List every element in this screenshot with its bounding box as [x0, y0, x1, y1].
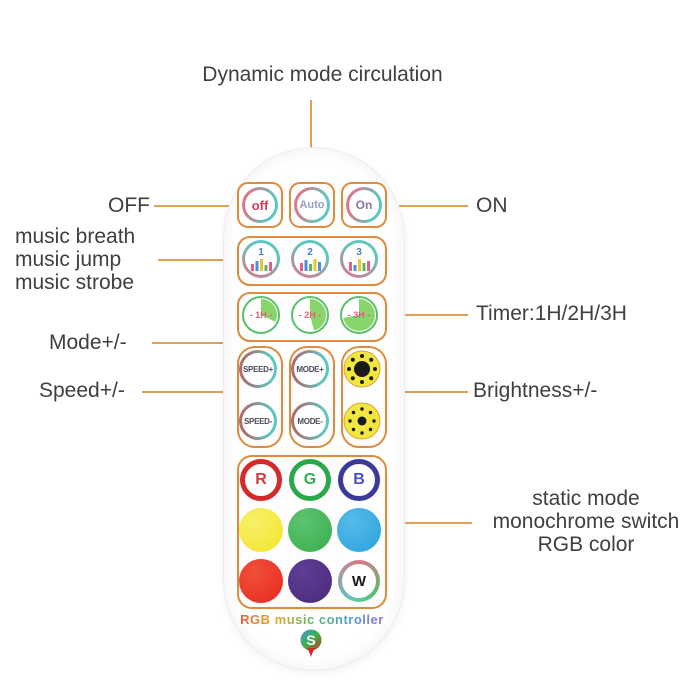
color-white-label: W [351, 572, 367, 590]
mode-minus-label: MODE- [297, 416, 323, 426]
label-music-strobe: music strobe [15, 271, 135, 294]
brightness-minus-icon [343, 402, 381, 440]
music-mode-2-button[interactable]: 2 [291, 240, 329, 278]
color-purple-button[interactable] [288, 559, 332, 603]
brightness-plus-icon [343, 350, 381, 388]
color-blue-button[interactable] [337, 508, 381, 552]
leader-line-brightness [388, 391, 468, 393]
color-red-button[interactable] [239, 559, 283, 603]
color-yellow-button[interactable] [239, 508, 283, 552]
mode-minus-button[interactable]: MODE- [291, 402, 329, 440]
music-mode-1-number: 1 [258, 246, 264, 258]
label-monochrome-switch: monochrome switch [492, 510, 680, 533]
label-music-breath: music breath [15, 225, 136, 248]
power-on-label: On [355, 198, 373, 212]
speed-minus-label: SPEED- [244, 416, 272, 426]
mode-plus-button[interactable]: MODE+ [291, 350, 329, 388]
label-dynamic-mode: Dynamic mode circulation [202, 63, 443, 86]
music-mode-3-button[interactable]: 3 [340, 240, 378, 278]
color-white-button[interactable]: W [338, 560, 380, 602]
leader-line-music [158, 259, 237, 261]
brand-logo-icon: S [300, 629, 322, 658]
timer-2h-button[interactable]: 2H [291, 296, 329, 334]
leader-line-static [390, 522, 472, 524]
label-speed: Speed+/- [39, 379, 125, 402]
power-on-button[interactable]: On [341, 182, 387, 228]
color-r-label: R [255, 471, 267, 488]
leader-line-off [154, 205, 237, 207]
leader-line-timer [388, 314, 468, 316]
label-static-mode: static mode [532, 487, 640, 510]
mode-plus-label: MODE+ [296, 364, 324, 374]
speed-plus-label: SPEED+ [243, 364, 273, 374]
timer-1h-button[interactable]: 1H [242, 296, 280, 334]
color-r-button[interactable]: R [240, 459, 282, 501]
music-mode-3-number: 3 [356, 246, 362, 258]
auto-mode-button[interactable]: Auto [289, 182, 335, 228]
auto-mode-label: Auto [299, 199, 325, 211]
speed-plus-button[interactable]: SPEED+ [239, 350, 277, 388]
label-timer: Timer:1H/2H/3H [476, 302, 627, 325]
timer-3h-label: 3H [348, 310, 371, 320]
leader-line-dynamic-mode [310, 100, 312, 182]
speed-minus-button[interactable]: SPEED- [239, 402, 277, 440]
label-brightness: Brightness+/- [473, 379, 598, 402]
timer-3h-button[interactable]: 3H [340, 296, 378, 334]
label-on: ON [476, 194, 508, 217]
color-g-label: G [303, 471, 317, 488]
brand-logo: S [299, 629, 323, 661]
color-b-button[interactable]: B [338, 459, 380, 501]
brightness-plus-button[interactable] [343, 350, 381, 388]
color-g-button[interactable]: G [289, 459, 331, 501]
timer-2h-label: 2H [299, 310, 322, 320]
color-b-label: B [353, 471, 365, 488]
color-green-button[interactable] [288, 508, 332, 552]
music-mode-1-button[interactable]: 1 [242, 240, 280, 278]
brightness-minus-button[interactable] [343, 402, 381, 440]
label-off: OFF [108, 194, 150, 217]
label-music-jump: music jump [15, 248, 122, 271]
equalizer-icon [349, 258, 370, 271]
music-mode-2-number: 2 [307, 246, 313, 258]
equalizer-icon [300, 258, 321, 271]
power-off-label: off [251, 197, 269, 213]
svg-text:S: S [306, 632, 315, 648]
leader-line-speed [142, 391, 240, 393]
label-mode: Mode+/- [49, 331, 127, 354]
leader-line-on [388, 205, 468, 207]
timer-1h-label: 1H [250, 310, 273, 320]
equalizer-icon [251, 258, 272, 271]
power-off-button[interactable]: off [237, 182, 283, 228]
footer-brand-text: RGB music controller [237, 612, 387, 627]
label-rgb-color: RGB color [537, 533, 635, 556]
